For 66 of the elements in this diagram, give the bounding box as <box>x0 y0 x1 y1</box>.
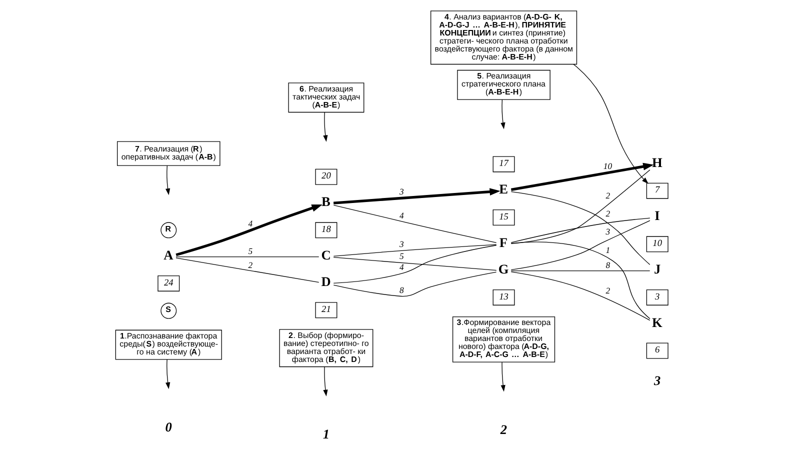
edge-label: 4 <box>399 210 404 220</box>
edge-label: 8 <box>605 260 610 270</box>
node-box: 7 <box>646 182 668 199</box>
node-box: 20 <box>314 168 337 185</box>
label: 1 <box>322 426 330 442</box>
arrow <box>572 64 648 184</box>
edge-label: 8 <box>399 285 404 296</box>
edge-label: 2 <box>605 190 610 200</box>
edge-label: 4 <box>399 262 404 272</box>
arrow <box>175 204 322 256</box>
node-box: 6 <box>646 342 668 359</box>
connector <box>175 258 319 283</box>
node-box: 3 <box>646 289 668 306</box>
node-text: E <box>498 182 508 197</box>
edge-label: 10 <box>602 161 612 172</box>
node-box: 17 <box>492 156 514 172</box>
node-text: F <box>498 234 508 250</box>
edge-label: 3 <box>399 239 404 250</box>
connector <box>510 271 650 321</box>
connector <box>510 242 650 320</box>
arrow <box>165 359 170 390</box>
connector <box>332 244 496 257</box>
node-text: A <box>163 247 173 262</box>
node-box: 24 <box>157 275 180 292</box>
node-text: I <box>654 208 660 224</box>
edge-label: 2 <box>605 286 610 296</box>
node-text: C <box>320 247 330 262</box>
edge-label: 2 <box>248 260 252 270</box>
arrow <box>332 188 500 204</box>
node-text: H <box>652 154 662 170</box>
label: 3 <box>654 372 660 388</box>
connector <box>510 220 650 270</box>
node-text: K <box>652 314 662 330</box>
node-text: D <box>320 274 330 290</box>
node-text: G <box>498 261 508 276</box>
node-box: 21 <box>314 302 337 318</box>
edge-label: 3 <box>399 186 404 196</box>
arrow <box>322 366 328 396</box>
connector <box>510 170 650 244</box>
edge-label: 1 <box>605 245 610 256</box>
connector <box>332 204 496 244</box>
arrow <box>500 99 505 130</box>
connector <box>332 257 496 271</box>
node-box: 18 <box>314 222 337 238</box>
arrow <box>164 165 170 196</box>
node-text: B <box>321 194 330 210</box>
edge-label: 2 <box>605 208 610 218</box>
node-box: 15 <box>492 210 514 226</box>
connector <box>175 256 319 258</box>
edge-label: 5 <box>248 246 252 256</box>
connector <box>510 218 650 243</box>
connector <box>510 191 650 266</box>
arrow <box>500 362 505 392</box>
edge-label: 5 <box>399 251 404 262</box>
connector <box>510 270 650 272</box>
node-text: J <box>654 261 660 276</box>
arrow <box>322 112 328 142</box>
edge-label: 3 <box>605 226 610 236</box>
label: 0 <box>164 419 172 434</box>
edge-label: 4 <box>248 218 252 228</box>
arrow <box>510 162 654 191</box>
connector <box>332 244 496 284</box>
node-box: 13 <box>492 289 514 306</box>
connector <box>332 272 496 297</box>
label: 2 <box>500 422 507 438</box>
node-box: 10 <box>646 236 668 252</box>
